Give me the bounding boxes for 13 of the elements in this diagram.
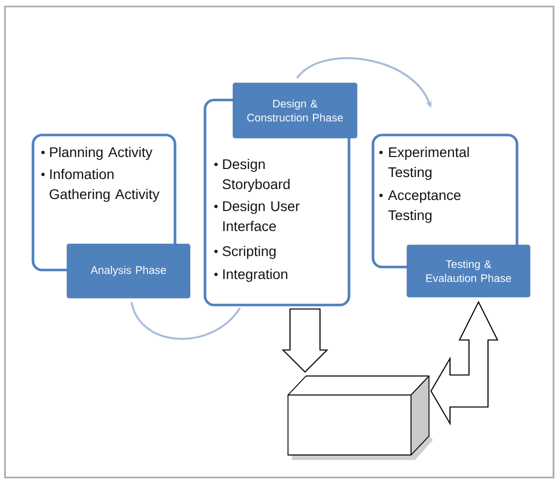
list-item: Infomation Gathering Activity <box>50 168 160 202</box>
list-item: Design Storyboard <box>222 158 290 192</box>
list-item: Design User Interface <box>223 200 300 232</box>
list-item: Planning Activity <box>50 146 152 160</box>
list-item: Acceptance Testing <box>388 190 461 223</box>
label-box: Analysis Phase <box>66 244 190 298</box>
list-item: Scripting <box>222 246 276 259</box>
curved-line <box>130 302 241 340</box>
label-box: Design & Construction Phase <box>232 82 358 138</box>
list-item: Integration <box>223 268 288 282</box>
label-box: Testing & Evalaution Phase <box>406 244 530 298</box>
list-item: Experimental Testing <box>388 146 469 180</box>
cuboid <box>288 376 433 460</box>
